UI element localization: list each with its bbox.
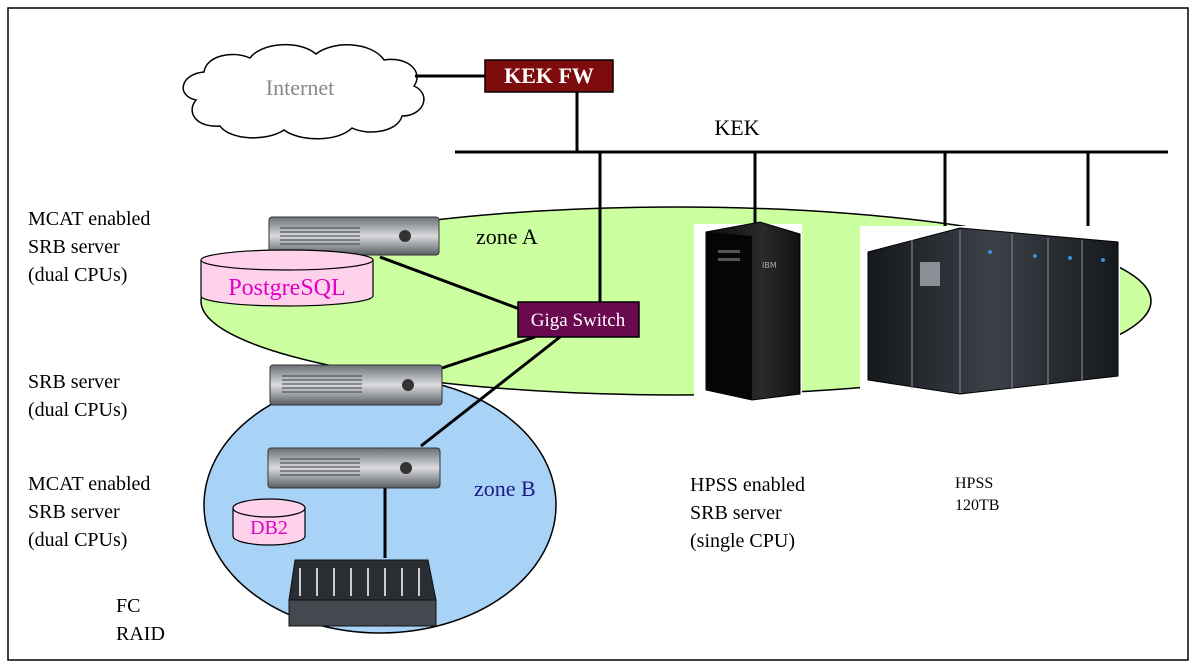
hpss-line-2: 120TB xyxy=(955,497,1000,514)
mcat-server-1-line-2: SRB server xyxy=(28,236,120,258)
disk-array-icon xyxy=(288,559,437,627)
postgresql-label: PostgreSQL xyxy=(228,275,345,301)
srb-server-label: SRB server (dual CPUs) xyxy=(28,368,127,424)
kek-firewall-label: KEK FW xyxy=(504,63,594,88)
internet-cloud-icon xyxy=(182,43,425,140)
mcat-server-1-line-3: (dual CPUs) xyxy=(28,264,128,286)
mcat-server-2-label: MCAT enabled SRB server (dual CPUs) xyxy=(28,470,150,554)
network-links xyxy=(379,74,1168,558)
hpss-srb-line-3: (single CPU) xyxy=(690,530,795,552)
mcat-server-1-label: MCAT enabled SRB server (dual CPUs) xyxy=(28,205,150,289)
internet-label: Internet xyxy=(266,75,334,100)
giga-switch-box xyxy=(517,301,640,338)
zone-a-label: zone A xyxy=(476,224,538,249)
db2-database-icon xyxy=(232,498,306,546)
svg-text:IBM: IBM xyxy=(762,261,777,270)
zone-b-label: zone B xyxy=(474,476,536,501)
srb-server-line-2: (dual CPUs) xyxy=(28,399,128,421)
tower-server-icon: IBM xyxy=(694,221,802,401)
srb-server-line-1: SRB server xyxy=(28,371,120,393)
fc-raid-line-2: RAID xyxy=(116,623,165,645)
fc-raid-line-1: FC xyxy=(116,595,141,617)
fc-raid-label: FC RAID xyxy=(116,592,165,648)
mcat-server-2-line-2: SRB server xyxy=(28,501,120,523)
tape-library-icon xyxy=(860,226,1120,396)
rack-server-icon xyxy=(268,216,440,256)
db2-label: DB2 xyxy=(250,517,288,539)
mcat-server-2-line-1: MCAT enabled xyxy=(28,473,151,495)
kek-firewall-box xyxy=(484,59,614,93)
hpss-srb-server-label: HPSS enabled SRB server (single CPU) xyxy=(690,471,805,555)
hpss-srb-line-2: SRB server xyxy=(690,502,782,524)
hpss-line-1: HPSS xyxy=(955,475,994,492)
postgresql-database-icon xyxy=(200,249,374,307)
mcat-server-1-line-1: MCAT enabled xyxy=(28,208,151,230)
hpss-srb-line-1: HPSS enabled xyxy=(690,474,805,496)
kek-network-label: KEK xyxy=(714,115,759,140)
rack-server-icon xyxy=(269,364,443,406)
giga-switch-label: Giga Switch xyxy=(531,310,626,331)
mcat-server-2-line-3: (dual CPUs) xyxy=(28,529,128,551)
hpss-label: HPSS 120TB xyxy=(955,473,999,517)
rack-server-icon xyxy=(267,447,441,489)
diagram-border xyxy=(7,7,1189,661)
